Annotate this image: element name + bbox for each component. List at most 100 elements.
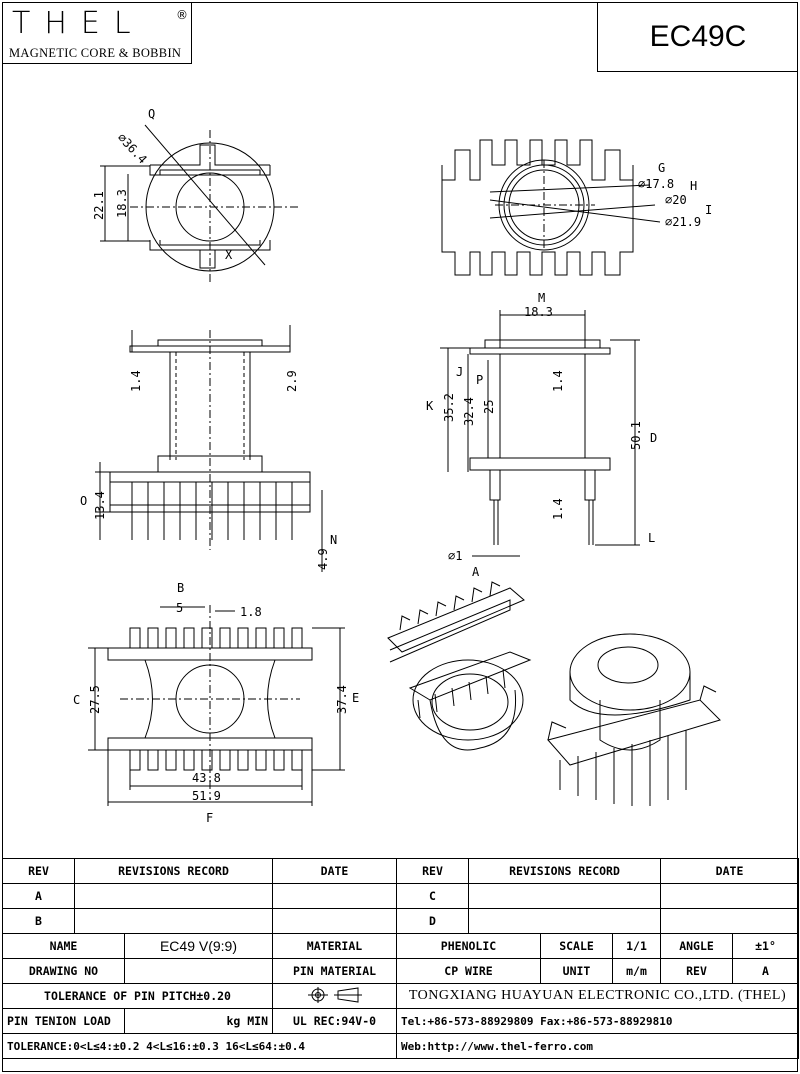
unit-label: UNIT [540,958,613,984]
plan-e-dim: 37.4 [335,685,349,714]
pin-load-unit: kg MIN [124,1008,273,1034]
tolerance-note: TOLERANCE:0<L≤4:±0.2 4<L≤16:±0.3 16<L≤64… [2,1033,397,1059]
contact-tel-fax: Tel:+86-573-88929809 Fax:+86-573-8892981… [395,1008,800,1034]
side-k-dim: 35.2 [442,393,456,422]
plan-b-label: B [177,581,184,595]
top-q-dim: ⌀36.4 [115,130,150,166]
rec-header-1: REVISIONS RECORD [74,858,273,884]
part-number: EC49C [649,19,747,53]
scale-label: SCALE [540,933,613,959]
rev-c-record [467,883,662,909]
material-label: MATERIAL [272,933,397,959]
bottom-i-label: I [705,203,712,217]
tolerance-pin-pitch: TOLERANCE OF PIN PITCH±0.20 [2,983,273,1009]
front-view: 1.4 2.9 O 13.4 N 4.9 [80,325,337,572]
date-header-2: DATE [660,858,800,884]
bottom-view: G ⌀17.8 H ⌀20 I ⌀21.9 [441,139,712,276]
side-t1-dim: 1.4 [551,370,565,392]
technical-drawing: ⌀36.4 Q X 22.1 18.3 G ⌀17.8 H ⌀20 I ⌀21.… [73,107,721,825]
logo-wordmark: THEL [12,6,145,41]
front-pins [131,482,293,540]
top-q-label: Q [148,107,155,121]
bottom-g-dim: ⌀17.8 [638,177,674,191]
rev-a-date [272,883,397,909]
plan-w2-dim: 51.9 [192,789,221,803]
plan-c-label: C [73,693,80,707]
name-label: NAME [2,933,125,959]
plan-b-dim: 5 [176,601,183,615]
registered-mark: ® [176,8,188,22]
rec-header-2: REVISIONS RECORD [467,858,662,884]
part-number-box: EC49C [597,2,798,72]
plan-f-label: F [206,811,213,825]
rev-d: D [396,908,469,934]
plan-c-dim: 27.5 [88,685,102,714]
rev-c-date [660,883,800,909]
rev-a: A [2,883,75,909]
name-value: EC49 V(9:9) [124,933,273,959]
top-view: ⌀36.4 Q X 22.1 18.3 [92,107,300,285]
side-d-label: D [650,431,657,445]
material-value: PHENOLIC [396,933,541,959]
pin-material-label: PIN MATERIAL [272,958,397,984]
front-dim-1-4: 1.4 [129,370,143,392]
side-p-label: P [476,373,483,387]
front-o-dim: 13.4 [93,491,107,520]
rev-header-1: REV [2,858,75,884]
top-dim-22-1: 22.1 [92,191,106,220]
date-header-1: DATE [272,858,397,884]
side-view: M 18.3 K J P 35.2 32.4 25 1.4 1.4 50.1 D… [426,291,657,579]
rev-a-record [74,883,273,909]
side-k-label: K [426,399,434,413]
front-n-label: N [330,533,337,547]
isometric-view-1 [387,581,532,751]
scale-value: 1/1 [611,933,662,959]
rev-header-2: REV [396,858,469,884]
plan-w1-dim: 43.8 [192,771,221,785]
angle-label: ANGLE [660,933,734,959]
rev-label: REV [660,958,734,984]
rev-c: C [396,883,469,909]
front-o-label: O [80,494,87,508]
side-a-label: A [472,565,480,579]
side-d-dim: 50.1 [629,421,643,450]
contact-web: Web:http://www.thel-ferro.com [395,1033,800,1059]
plan-e-label: E [352,691,359,705]
bottom-i-dim: ⌀21.9 [665,215,701,229]
title-block: REV REVISIONS RECORD DATE REV REVISIONS … [2,858,800,1072]
angle-value: ±1° [732,933,800,959]
side-m-dim: 18.3 [524,305,553,319]
isometric-view-2 [547,633,721,806]
side-j-label: J [456,365,463,379]
bottom-h-label: H [690,179,697,193]
side-p-dim: 25 [482,400,496,414]
rev-b-record [74,908,273,934]
rev-d-record [467,908,662,934]
projection-symbol [272,983,397,1009]
drawing-no-value [124,958,273,984]
rev-b-date [272,908,397,934]
side-t2-dim: 1.4 [551,498,565,520]
pin-load-label: PIN TENION LOAD [2,1008,125,1034]
logo-subtitle: MAGNETIC CORE & BOBBIN [9,46,182,60]
bottom-g-label: G [658,161,665,175]
side-a-dim: ⌀1 [448,549,462,563]
top-x-label: X [225,248,233,262]
company-name: TONGXIANG HUAYUAN ELECTRONIC CO.,LTD. (T… [395,983,800,1009]
rev-d-date [660,908,800,934]
front-n-dim: 4.9 [316,548,330,570]
plan-b2-dim: 1.8 [240,605,262,619]
logo-block: THEL ® MAGNETIC CORE & BOBBIN [2,2,192,64]
top-dim-18-3: 18.3 [115,189,129,218]
rev-b: B [2,908,75,934]
ul-rec: UL REC:94V-0 [272,1008,397,1034]
rev-value: A [732,958,800,984]
bottom-h-dim: ⌀20 [665,193,687,207]
side-j-dim: 32.4 [462,397,476,426]
side-l-label: L [648,531,655,545]
front-dim-2-9: 2.9 [285,370,299,392]
unit-value: m/m [611,958,662,984]
drawing-no-label: DRAWING NO [2,958,125,984]
side-m-label: M [538,291,545,305]
